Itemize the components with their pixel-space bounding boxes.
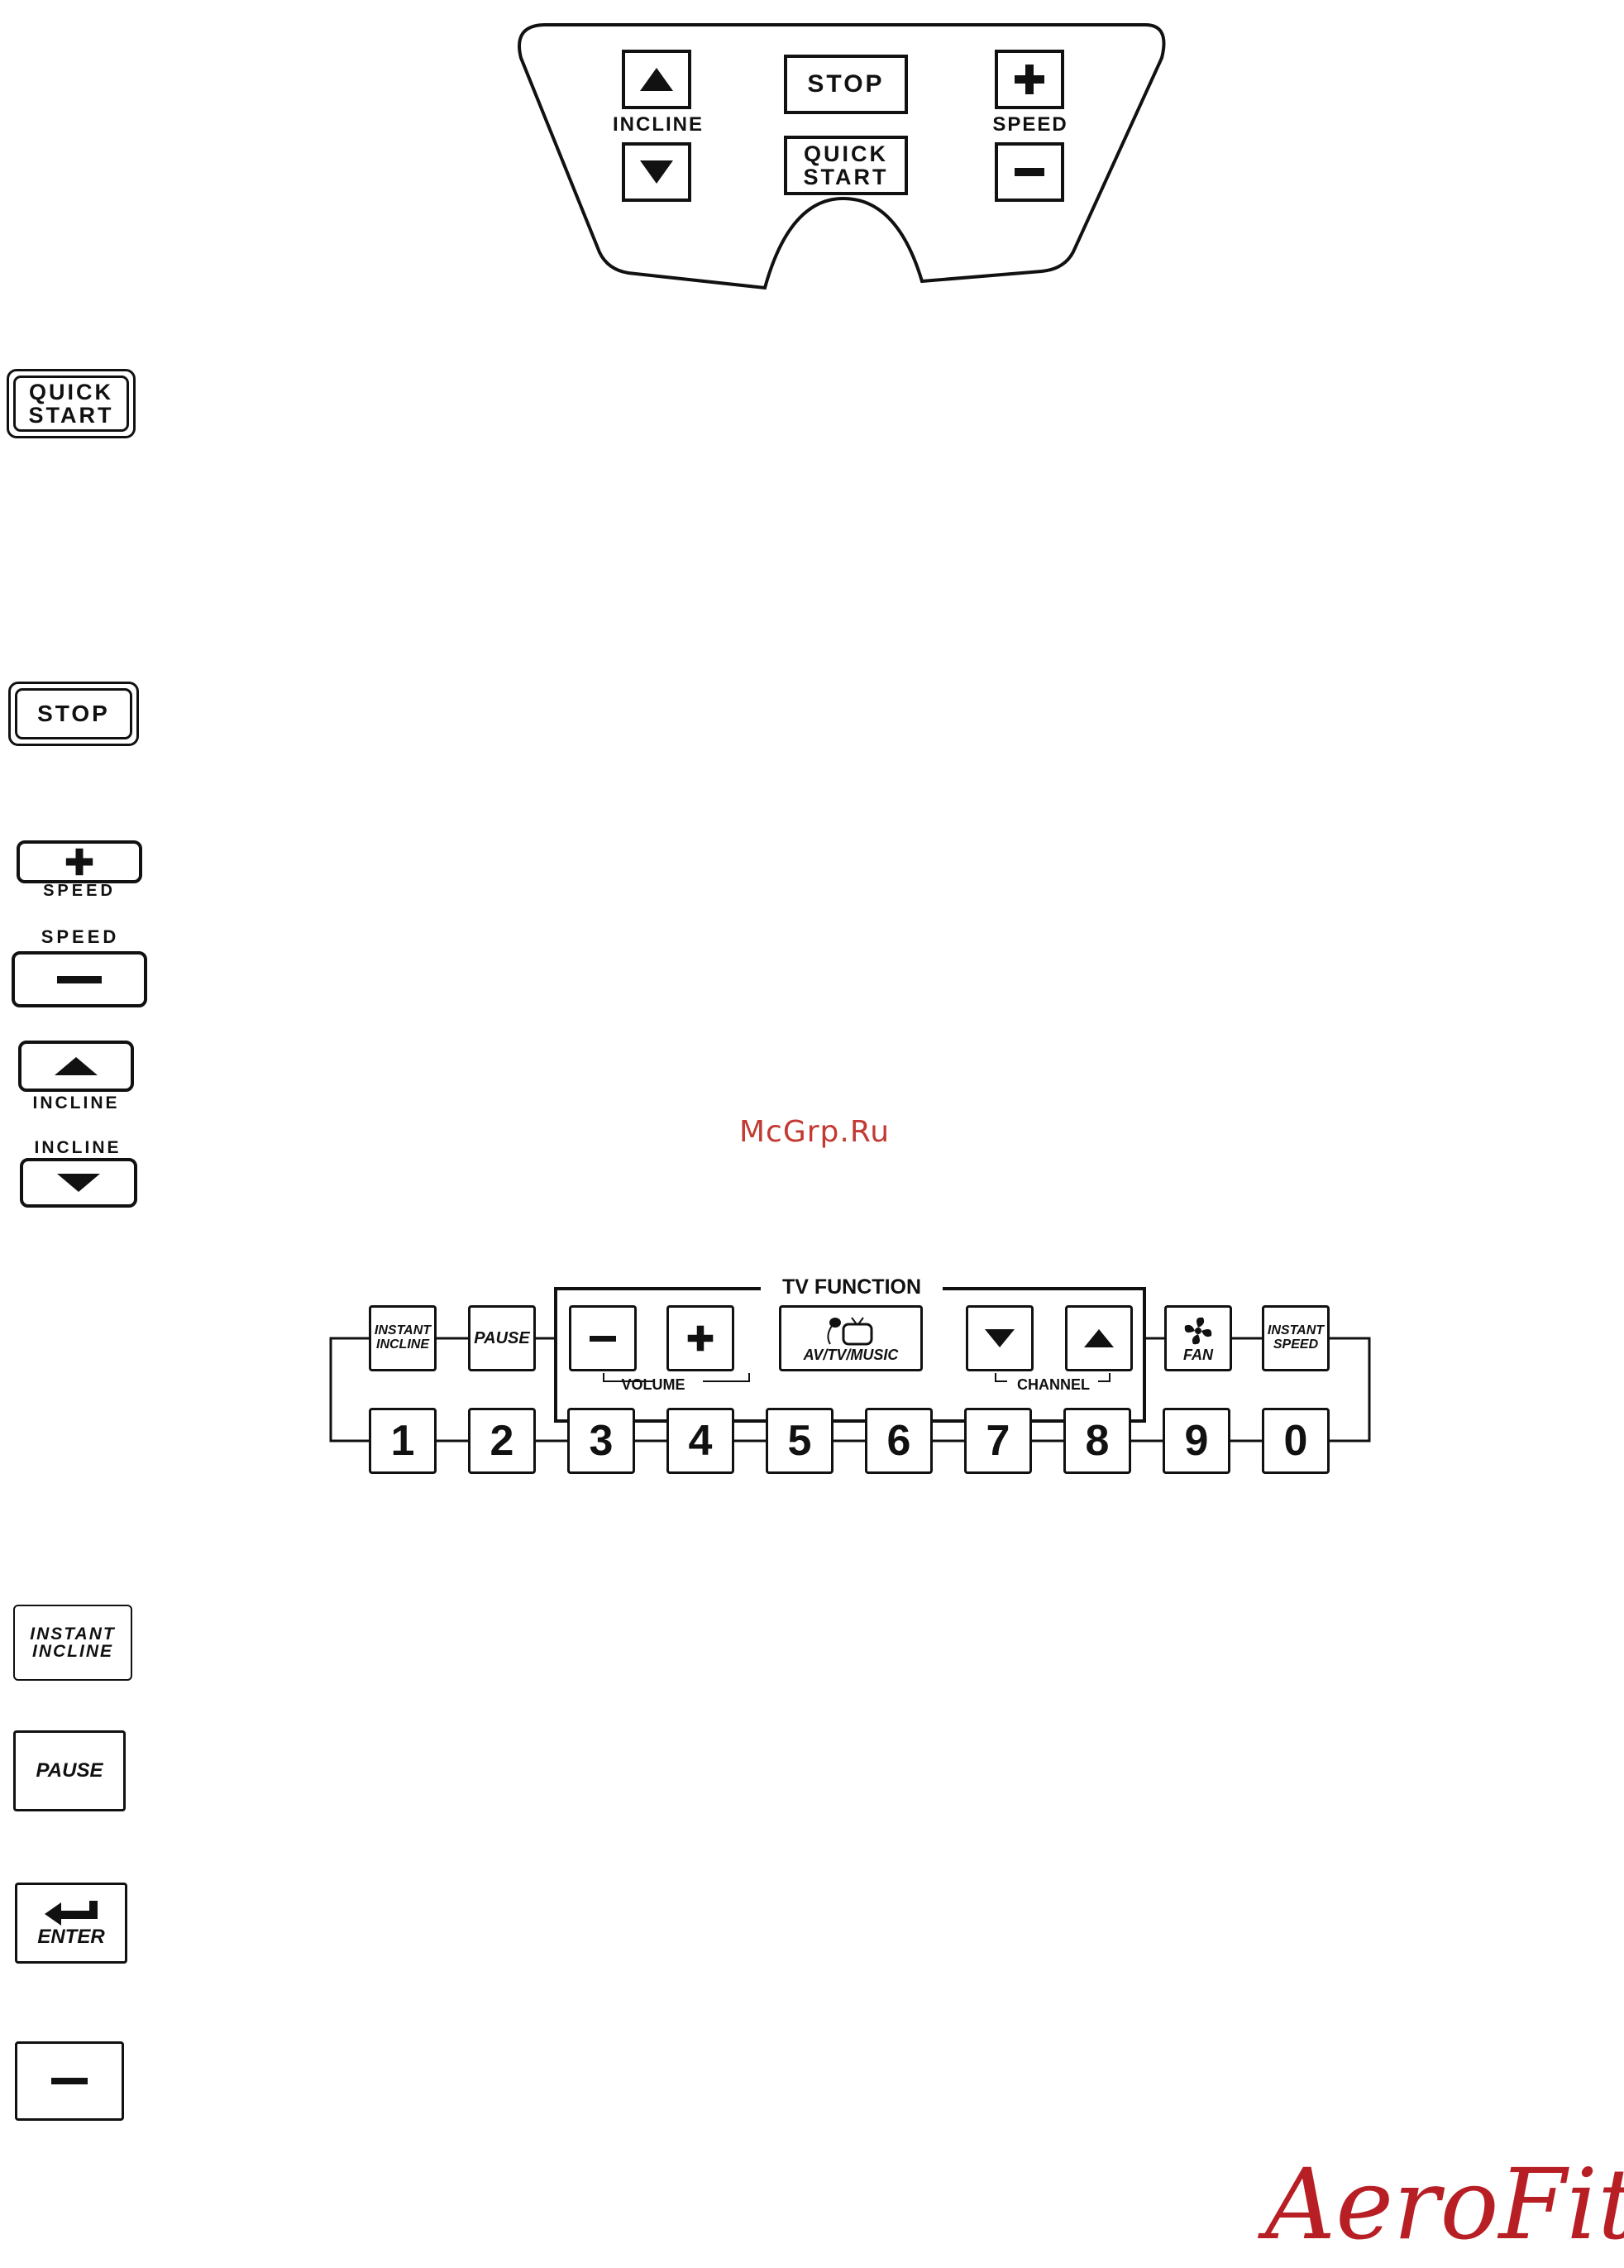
- enter-key-icon: ENTER: [15, 1883, 127, 1964]
- channel-up-button[interactable]: [1065, 1305, 1133, 1371]
- instant-incline-icon-line1: INSTANT: [30, 1625, 115, 1643]
- number-key-2[interactable]: 2: [468, 1408, 536, 1474]
- channel-down-button[interactable]: [966, 1305, 1034, 1371]
- pause-button[interactable]: PAUSE: [468, 1305, 536, 1371]
- minus-icon: [57, 976, 102, 983]
- quick-start-key-icon: QUICK START: [7, 369, 136, 438]
- number-key-7[interactable]: 7: [964, 1408, 1032, 1474]
- number-key-6[interactable]: 6: [865, 1408, 933, 1474]
- incline-up-icon: [640, 68, 673, 91]
- volume-minus-icon: [590, 1336, 616, 1342]
- speed-plus-icon: [1015, 65, 1044, 94]
- tv-icon: [822, 1314, 880, 1347]
- incline-up-label: INCLINE: [3, 1093, 149, 1113]
- fan-icon: [1182, 1314, 1215, 1347]
- instant-incline-key-icon: INSTANT INCLINE: [13, 1605, 132, 1681]
- incline-down-label: INCLINE: [5, 1138, 150, 1158]
- instant-incline-icon-line2: INCLINE: [32, 1643, 113, 1660]
- instant-speed-line1: INSTANT: [1268, 1324, 1324, 1338]
- volume-minus-button[interactable]: [569, 1305, 637, 1371]
- number-key-9[interactable]: 9: [1163, 1408, 1230, 1474]
- volume-label: VOLUME: [612, 1376, 695, 1394]
- plus-icon: [66, 849, 93, 875]
- quick-start-line1: QUICK: [804, 142, 888, 165]
- speed-up-key-icon: [17, 840, 142, 883]
- speed-minus-button[interactable]: [995, 142, 1064, 202]
- stop-key-icon: STOP: [8, 682, 139, 746]
- down-arrow-icon: [57, 1174, 100, 1192]
- volume-plus-button[interactable]: [666, 1305, 734, 1371]
- instant-speed-button[interactable]: INSTANT SPEED: [1262, 1305, 1330, 1371]
- enter-arrow-icon: [41, 1897, 101, 1926]
- quick-start-button[interactable]: QUICK START: [784, 136, 908, 195]
- volume-plus-icon: [688, 1326, 714, 1352]
- instant-speed-line2: SPEED: [1273, 1338, 1318, 1352]
- speed-minus-icon: [1015, 168, 1044, 176]
- quick-start-icon-line1: QUICK: [29, 380, 113, 404]
- enter-label: ENTER: [37, 1926, 104, 1949]
- minus-icon: [51, 2078, 88, 2084]
- fan-label: FAN: [1183, 1347, 1213, 1363]
- number-key-8[interactable]: 8: [1063, 1408, 1131, 1474]
- number-key-1[interactable]: 1: [369, 1408, 437, 1474]
- number-key-0[interactable]: 0: [1262, 1408, 1330, 1474]
- incline-down-icon: [640, 160, 673, 184]
- up-arrow-icon: [55, 1057, 98, 1075]
- incline-down-key-icon: [20, 1158, 137, 1208]
- incline-down-button[interactable]: [622, 142, 691, 202]
- aerofit-logo: AeroFit: [1265, 2151, 1624, 2258]
- channel-label: CHANNEL: [1004, 1376, 1103, 1394]
- number-key-4[interactable]: 4: [666, 1408, 734, 1474]
- tv-function-title: TV FUNCTION: [761, 1275, 943, 1299]
- incline-up-button[interactable]: [622, 50, 691, 109]
- incline-up-key-icon: [18, 1041, 134, 1092]
- number-key-3[interactable]: 3: [567, 1408, 635, 1474]
- stop-key-label: STOP: [15, 688, 132, 739]
- watermark: McGrp.Ru: [728, 1115, 901, 1149]
- instant-incline-button[interactable]: INSTANT INCLINE: [369, 1305, 437, 1371]
- instant-incline-line1: INSTANT: [375, 1324, 431, 1338]
- pause-key-icon: PAUSE: [13, 1730, 126, 1811]
- minus-key-icon: [15, 2041, 124, 2121]
- av-tv-music-button[interactable]: AV/TV/MUSIC: [779, 1305, 923, 1371]
- channel-up-icon: [1084, 1329, 1114, 1347]
- stop-button[interactable]: STOP: [784, 55, 908, 114]
- speed-down-key-icon: [12, 951, 147, 1007]
- number-key-5[interactable]: 5: [766, 1408, 833, 1474]
- incline-label: INCLINE: [592, 113, 724, 136]
- quick-start-icon-line2: START: [29, 404, 114, 427]
- channel-down-icon: [985, 1329, 1015, 1347]
- fan-button[interactable]: FAN: [1164, 1305, 1232, 1371]
- speed-plus-button[interactable]: [995, 50, 1064, 109]
- instant-incline-line2: INCLINE: [376, 1338, 429, 1352]
- av-tv-music-label: AV/TV/MUSIC: [804, 1347, 899, 1363]
- speed-label: SPEED: [964, 113, 1096, 136]
- speed-down-label: SPEED: [10, 926, 150, 948]
- speed-up-label: SPEED: [12, 882, 147, 901]
- quick-start-line2: START: [804, 165, 889, 189]
